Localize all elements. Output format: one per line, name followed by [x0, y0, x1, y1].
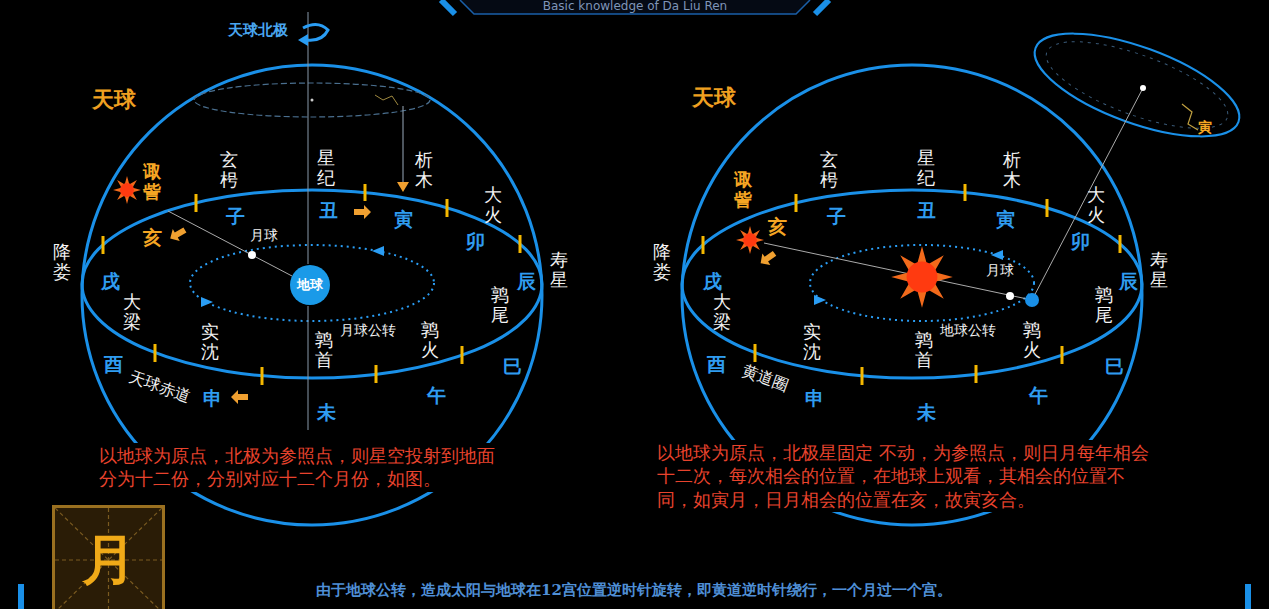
palace-name: 实沈: [201, 322, 219, 362]
pole-label: 天球北极: [228, 22, 288, 39]
corner-bar: [18, 584, 24, 609]
branch-label: 酉: [707, 354, 726, 375]
orbit-label: 月球公转: [340, 323, 396, 338]
palace-name: 析木: [415, 150, 433, 190]
palace-name: 玄枵: [220, 150, 238, 190]
orbit-label: 月球: [986, 263, 1014, 278]
branch-label: 卯: [1071, 231, 1090, 252]
palace-name: 大火: [484, 185, 502, 225]
circle-name: 天球赤道: [127, 368, 193, 406]
palace-name: 诹訾: [734, 170, 752, 210]
orbit-label: 地球公转: [940, 323, 996, 338]
branch-label: 辰: [517, 271, 536, 292]
branch-label: 亥: [143, 227, 162, 248]
palace-name: 大梁: [123, 292, 141, 332]
caption-text: 由于地球公转，造成太阳与地球在12宫位置逆时针旋转，即黄道逆时针绕行，一个月过一…: [316, 581, 952, 600]
branch-label: 亥: [768, 216, 787, 237]
corner-bar: [1245, 584, 1251, 609]
sphere-title: 天球: [692, 86, 736, 110]
left-sphere: [82, 12, 542, 525]
branch-label: 未: [317, 402, 336, 423]
node-text: 月: [82, 524, 136, 597]
branch-label: 辰: [1119, 271, 1138, 292]
branch-label: 午: [427, 385, 446, 406]
earth-circle: 地球: [290, 265, 330, 305]
node-text: 地球: [297, 276, 323, 294]
branch-label: 寅: [1198, 120, 1212, 135]
branch-label: 子: [827, 206, 846, 227]
branch-label: 寅: [394, 209, 413, 230]
banner-title: Basic knowledge of Da Liu Ren: [543, 0, 727, 13]
branch-label: 丑: [917, 200, 936, 221]
palace-name: 降娄: [653, 242, 671, 282]
branch-label: 丑: [319, 200, 338, 221]
palace-name: 鹑尾: [1095, 285, 1113, 325]
branch-label: 巳: [503, 356, 522, 377]
note-text: 以地球为原点，北极为参照点，则星空投射到地面分为十二份，分别对应十二个月份，如图…: [97, 443, 501, 492]
sphere-title: 天球: [92, 88, 136, 112]
palace-name: 玄枵: [820, 150, 838, 190]
palace-name: 鹑首: [315, 330, 333, 370]
branch-label: 寅: [996, 209, 1015, 230]
palace-name: 寿星: [1150, 250, 1168, 290]
branch-label: 戌: [703, 271, 722, 292]
palace-name: 大火: [1087, 185, 1105, 225]
branch-label: 酉: [104, 354, 123, 375]
branch-label: 卯: [466, 231, 485, 252]
palace-name: 大梁: [713, 292, 731, 332]
branch-label: 申: [805, 388, 824, 409]
banner: [441, 0, 829, 14]
circle-name: 黄道圈: [739, 362, 790, 395]
palace-name: 鹑火: [1023, 320, 1041, 360]
branch-label: 巳: [1105, 356, 1124, 377]
palace-name: 鹑火: [421, 320, 439, 360]
palace-name: 星纪: [917, 148, 935, 188]
palace-name: 诹訾: [143, 162, 161, 202]
palace-name: 寿星: [550, 250, 568, 290]
note-text: 以地球为原点，北极星固定 不动，为参照点，则日月每年相会十二次，每次相会的位置，…: [655, 440, 1159, 512]
palace-name: 降娄: [53, 242, 71, 282]
palace-name: 鹑尾: [491, 285, 509, 325]
palace-name: 实沈: [803, 322, 821, 362]
branch-label: 申: [203, 388, 222, 409]
palace-name: 析木: [1003, 150, 1021, 190]
orbit-label: 月球: [250, 228, 278, 243]
palace-name: 鹑首: [915, 330, 933, 370]
branch-label: 未: [917, 402, 936, 423]
branch-label: 午: [1029, 385, 1048, 406]
month-box: 月: [52, 505, 165, 609]
branch-label: 子: [226, 206, 245, 227]
branch-label: 戌: [101, 271, 120, 292]
palace-name: 星纪: [317, 148, 335, 188]
